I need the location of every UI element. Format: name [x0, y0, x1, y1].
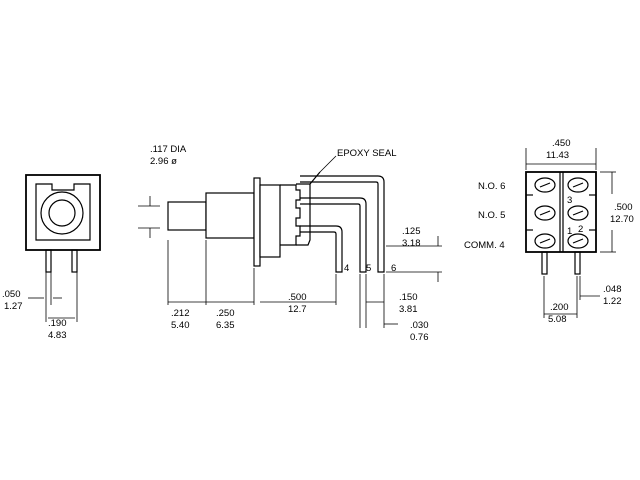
dim-c: .500	[288, 292, 307, 303]
front-pin-right	[71, 249, 78, 273]
front-view	[25, 174, 101, 322]
dim-pin: .048	[603, 284, 622, 295]
dim-pin-width-mm: 1.27	[4, 301, 23, 312]
bushing-outer	[40, 191, 84, 235]
switch-body	[259, 184, 281, 258]
front-pin-left	[45, 249, 52, 273]
dim-dia-mm: 2.96 ø	[150, 156, 177, 167]
dim-spacing: .200	[550, 302, 569, 313]
dim-e-mm: 0.76	[410, 332, 429, 343]
dim-pin-spacing: .190	[48, 318, 67, 329]
terminal-label-comm4: COMM. 4	[464, 240, 505, 251]
dim-a-mm: 5.40	[171, 320, 190, 331]
toggle-lever	[167, 201, 207, 231]
frame-plate	[253, 177, 261, 267]
dim-f: .125	[402, 226, 421, 237]
side-dimension-lines	[167, 236, 442, 328]
front-inner-frame	[35, 183, 91, 241]
terminal-body	[525, 171, 597, 253]
dim-e: .030	[410, 320, 429, 331]
dim-height-mm: 12.70	[610, 214, 634, 225]
dim-pin-spacing-mm: 4.83	[48, 330, 67, 341]
bushing	[205, 192, 255, 239]
pin-number-3: 3	[567, 195, 572, 206]
front-body	[25, 174, 101, 251]
dim-d-mm: 3.81	[399, 304, 418, 315]
dim-f-mm: 3.18	[402, 238, 421, 249]
dim-dia: .117 DIA	[150, 144, 187, 155]
dim-height: .500	[614, 202, 633, 213]
pin-label-5: 5	[366, 263, 371, 274]
terminal-label-no5: N.O. 5	[478, 210, 505, 221]
pin-label-6: 6	[391, 263, 396, 274]
dim-a: .212	[171, 308, 190, 319]
dim-pin-width: .050	[2, 289, 21, 300]
pin-label-4: 4	[344, 263, 349, 274]
pin-number-1: 1	[567, 226, 572, 237]
side-view	[138, 155, 385, 273]
dim-pin-mm: 1.22	[603, 296, 622, 307]
bushing-inner	[48, 199, 76, 227]
pin-number-2: 2	[578, 224, 583, 235]
epoxy-seal-label: EPOXY SEAL	[337, 148, 397, 159]
terminal-label-no6: N.O. 6	[478, 181, 505, 192]
dim-b-mm: 6.35	[216, 320, 235, 331]
dim-width-mm: 11.43	[546, 150, 569, 161]
dim-b: .250	[216, 308, 235, 319]
dim-width: .450	[552, 138, 571, 149]
dim-c-mm: 12.7	[288, 304, 307, 315]
terminal-view	[525, 148, 616, 318]
dim-spacing-mm: 5.08	[548, 314, 567, 325]
dim-d: .150	[399, 292, 418, 303]
